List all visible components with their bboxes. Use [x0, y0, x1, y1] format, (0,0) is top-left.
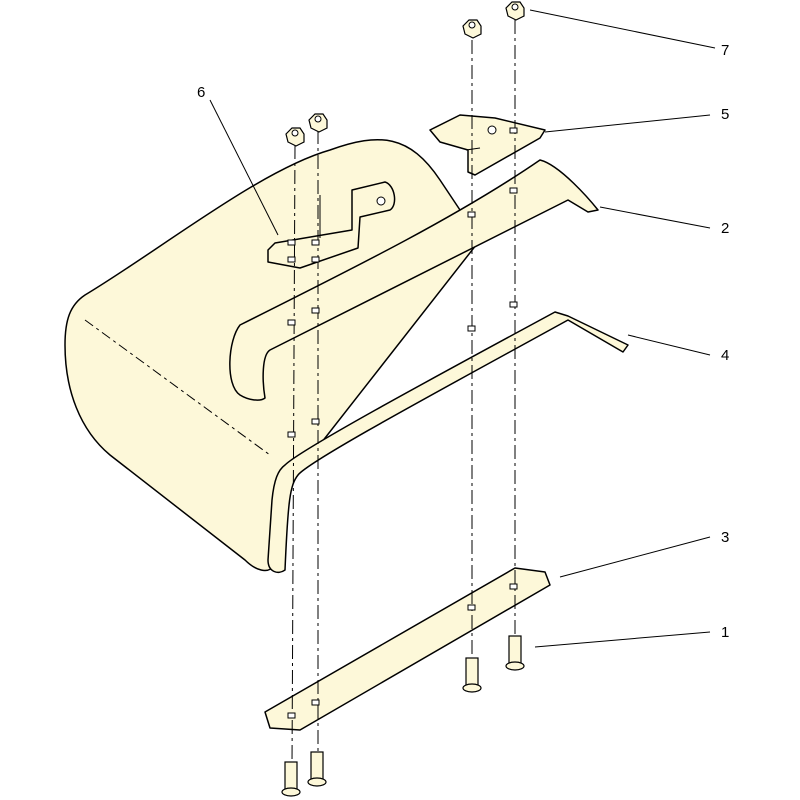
callout-leaders	[209, 9, 716, 648]
callout-3: 3	[721, 529, 729, 546]
assembly-centerlines	[291, 20, 516, 766]
bolt-icon	[281, 761, 301, 797]
callout-4: 4	[721, 347, 729, 364]
part-7-nuts	[285, 1, 525, 147]
callout-7: 7	[721, 42, 729, 59]
part-5-bracket	[429, 114, 546, 176]
mounting-holes	[287, 127, 518, 719]
callout-6: 6	[197, 84, 205, 101]
part-1-bolts	[281, 635, 525, 797]
nut-icon	[285, 127, 305, 147]
part-2-upper-plate	[229, 159, 599, 401]
callout-1: 1	[721, 624, 729, 641]
nut-icon	[462, 19, 482, 39]
nut-icon	[308, 113, 328, 133]
bolt-icon	[307, 751, 327, 787]
part-6-bracket	[267, 181, 396, 269]
nut-icon	[505, 1, 525, 21]
part-3-bottom-strap	[264, 567, 551, 731]
part-4-lower-plate	[267, 311, 629, 573]
callout-labels: 7 6 5 2 4 3 1	[197, 42, 729, 641]
bolt-icon	[462, 657, 482, 693]
callout-2: 2	[721, 220, 729, 237]
bolt-icon	[505, 635, 525, 671]
callout-5: 5	[721, 106, 729, 123]
